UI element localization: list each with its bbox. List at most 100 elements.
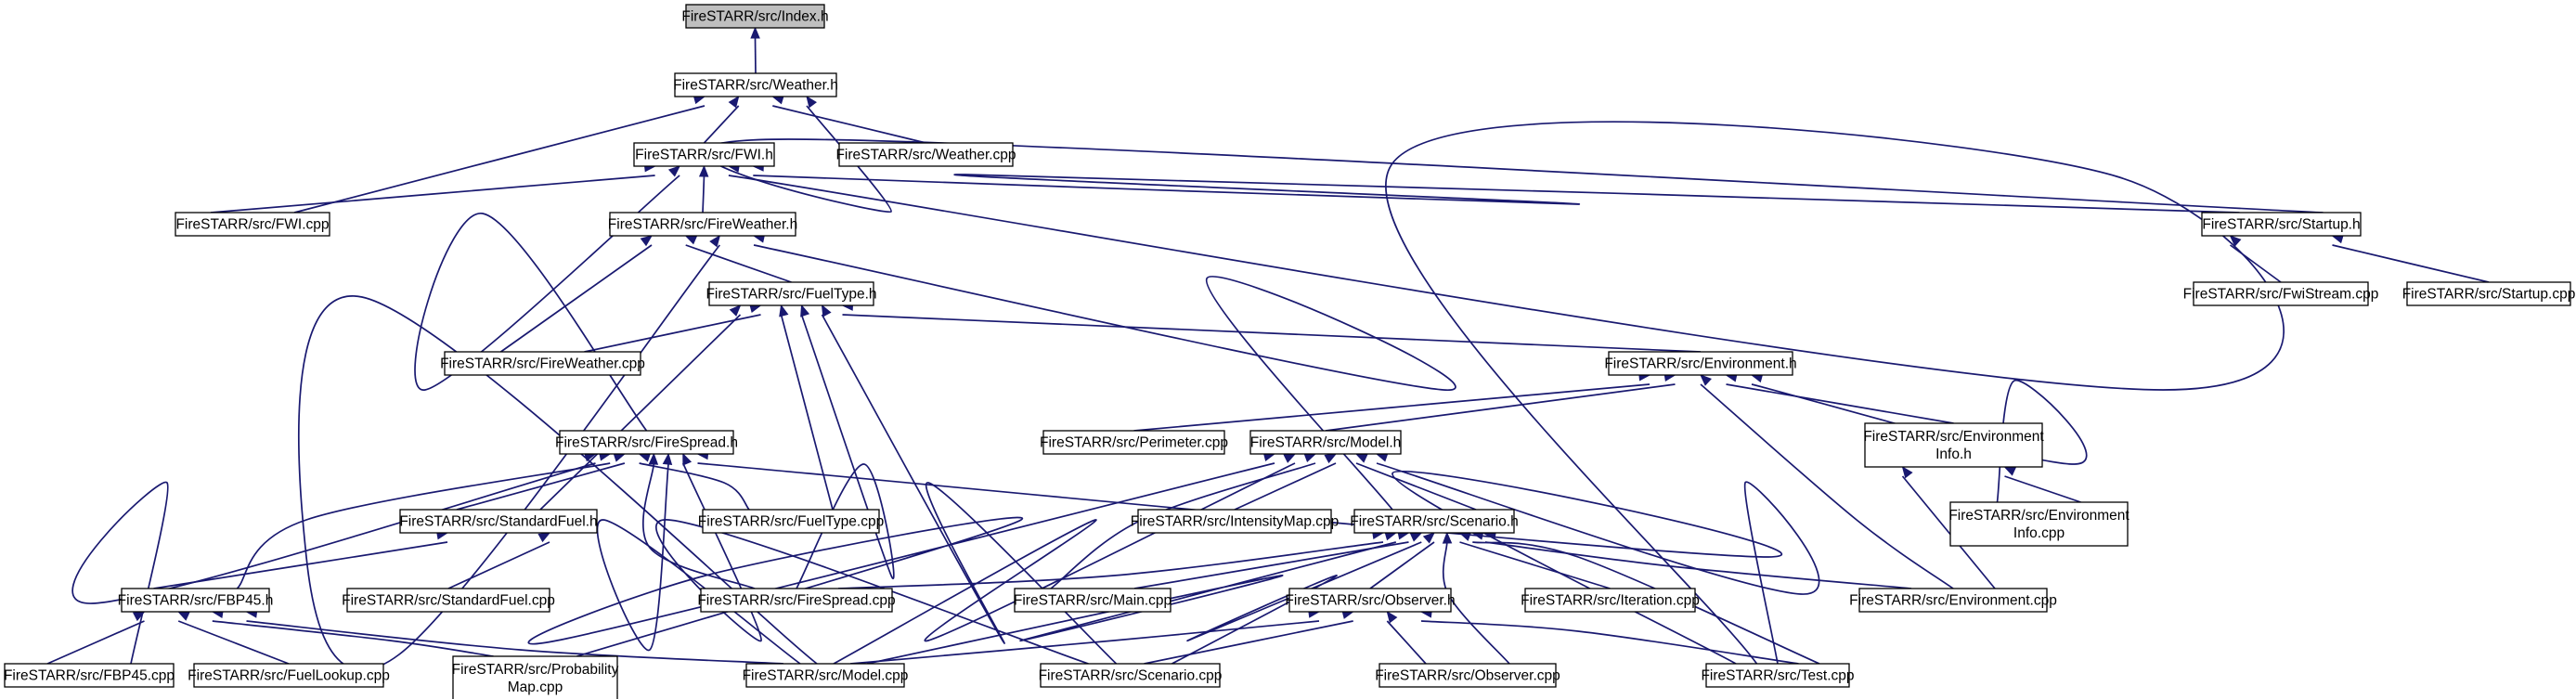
node-environment-cpp[interactable]: FireSTARR/src/Environment.cpp — [1849, 588, 2057, 613]
node-scenario-cpp[interactable]: FireSTARR/src/Scenario.cpp — [1039, 663, 1223, 688]
arrowhead-icon — [1324, 453, 1338, 464]
edge-line — [596, 462, 801, 665]
node-box — [1014, 588, 1171, 613]
node-label: FireSTARR/src/Perimeter.cpp — [1040, 435, 1228, 451]
edge-line — [212, 620, 494, 657]
edge-scenario_h-to-fireweather_h — [752, 233, 1456, 511]
node-fwistream-cpp[interactable]: FireSTARR/src/FwiStream.cpp — [2183, 281, 2379, 306]
node-label: FireSTARR/src/Model.h — [1250, 435, 1402, 451]
node-firespread-cpp[interactable]: FireSTARR/src/FireSpread.cpp — [697, 588, 896, 613]
node-label: Info.h — [1935, 447, 1972, 462]
node-model-h[interactable]: FireSTARR/src/Model.h — [1249, 430, 1402, 455]
arrowhead-icon — [779, 304, 789, 317]
node-fwi-cpp[interactable]: FireSTARR/src/FWI.cpp — [175, 212, 330, 237]
arrowhead-icon — [1354, 453, 1368, 463]
node-perimeter-cpp[interactable]: FireSTARR/src/Perimeter.cpp — [1040, 430, 1228, 455]
edge-line — [46, 620, 145, 665]
node-firespread-h[interactable]: FireSTARR/src/FireSpread.h — [555, 430, 738, 455]
node-label: FireSTARR/src/Iteration.cpp — [1521, 593, 1700, 609]
arrowhead-icon — [684, 235, 698, 245]
node-label: Info.cpp — [2013, 525, 2065, 541]
edge-line — [539, 314, 742, 511]
edge-scenario_h-to-model_h — [1354, 453, 1477, 511]
edge-line — [1133, 383, 1650, 432]
edge-fbp45_h-to-standardfuel_h — [153, 529, 449, 589]
node-model-cpp[interactable]: FireSTARR/src/Model.cpp — [743, 663, 909, 688]
node-label: FireSTARR/src/Scenario.cpp — [1039, 668, 1223, 684]
node-label: FireSTARR/src/FireSpread.cpp — [697, 593, 895, 609]
arrowhead-icon — [1303, 453, 1317, 462]
edge-line — [527, 462, 1275, 657]
node-startup-h[interactable]: FireSTARR/src/Startup.h — [2201, 212, 2362, 237]
edge-fbp45_cpp-to-firespread_h — [71, 452, 597, 665]
node-fbp45-h[interactable]: FireSTARR/src/FBP45.h — [118, 588, 274, 613]
node-intensitymap-cpp[interactable]: FireSTARR/src/IntensityMap.cpp — [1131, 509, 1340, 534]
node-box — [193, 663, 384, 688]
edge-line — [842, 314, 1702, 353]
edge-line — [1472, 541, 1820, 665]
edge-environment_cpp-to-scenario_h — [1483, 529, 1912, 589]
edge-line — [1700, 383, 1954, 589]
node-label: FireSTARR/src/StandardFuel.cpp — [342, 593, 555, 609]
node-box — [1042, 430, 1225, 455]
node-iteration-cpp[interactable]: FireSTARR/src/Iteration.cpp — [1521, 588, 1700, 613]
node-startup-cpp[interactable]: FireSTARR/src/Startup.cpp — [2402, 281, 2576, 306]
node-standardfuel-cpp[interactable]: FireSTARR/src/StandardFuel.cpp — [342, 588, 555, 613]
arrowhead-icon — [667, 165, 681, 177]
edge-line — [780, 314, 834, 511]
arrowhead-icon — [728, 95, 740, 109]
edges-layer — [46, 26, 2490, 671]
node-label: FireSTARR/src/Index.h — [681, 9, 828, 25]
edge-line — [1726, 383, 1954, 424]
node-box — [633, 142, 775, 167]
edge-fwi_h-to-weather_h — [703, 95, 740, 144]
edge-fuellookup_cpp-to-fbp45_h — [176, 611, 290, 665]
edge-line — [728, 121, 2285, 665]
node-fwi-h[interactable]: FireSTARR/src/FWI.h — [633, 142, 775, 167]
node-weather-cpp[interactable]: FireSTARR/src/Weather.cpp — [835, 142, 1016, 167]
node-box — [1949, 501, 2129, 547]
edge-line — [1376, 462, 1820, 665]
arrowhead-icon — [1409, 532, 1423, 542]
edge-fireweather_cpp-to-fireweather_h — [500, 235, 654, 353]
node-box — [1288, 588, 1452, 613]
node-fireweather-h[interactable]: FireSTARR/src/FireWeather.h — [608, 212, 797, 237]
edge-line — [753, 174, 2240, 214]
node-observer-cpp[interactable]: FireSTARR/src/Observer.cpp — [1375, 663, 1560, 688]
edge-line — [1369, 541, 1435, 589]
arrowhead-icon — [806, 95, 817, 109]
node-label: FireSTARR/src/Probability — [452, 662, 619, 678]
node-weather-h[interactable]: FireSTARR/src/Weather.h — [673, 72, 838, 97]
node-fireweather-cpp[interactable]: FireSTARR/src/FireWeather.cpp — [440, 351, 645, 376]
node-fueltype-h[interactable]: FireSTARR/src/FuelType.h — [705, 281, 877, 306]
node-observer-h[interactable]: FireSTARR/src/Observer.h — [1285, 588, 1456, 613]
node-fbp45-cpp[interactable]: FireSTARR/src/FBP45.cpp — [4, 663, 175, 688]
edge-observer_h-to-scenario_h — [1369, 532, 1435, 589]
node-fueltype-cpp[interactable]: FireSTARR/src/FuelType.cpp — [698, 509, 884, 534]
node-box — [1249, 430, 1402, 455]
edge-line — [2332, 244, 2490, 283]
node-test-cpp[interactable]: FireSTARR/src/Test.cpp — [1701, 663, 1855, 688]
node-box — [1040, 663, 1221, 688]
edge-line — [414, 175, 680, 432]
edge-startup_h-to-weather_h — [703, 95, 2324, 214]
node-main-cpp[interactable]: FireSTARR/src/Main.cpp — [1014, 588, 1171, 613]
node-scenario-h[interactable]: FireSTARR/src/Scenario.h — [1350, 509, 1519, 534]
node-fuellookup-cpp[interactable]: FireSTARR/src/FuelLookup.cpp — [188, 663, 390, 688]
edge-line — [456, 462, 626, 511]
node-box — [559, 430, 734, 455]
edge-line — [584, 314, 761, 353]
node-label: FireSTARR/src/Weather.h — [673, 78, 838, 94]
node-environment-h[interactable]: FireSTARR/src/Environment.h — [1604, 351, 1797, 376]
edge-line — [1459, 541, 1611, 589]
node-standardfuel-h[interactable]: FireSTARR/src/StandardFuel.h — [399, 509, 598, 534]
node-box — [702, 509, 880, 534]
edge-observer_cpp-to-observer_h — [1386, 610, 1427, 665]
edge-line — [753, 244, 1456, 511]
node-label: FireSTARR/src/StandardFuel.h — [399, 514, 597, 530]
edge-line — [1420, 620, 1799, 665]
node-box — [1137, 509, 1332, 534]
